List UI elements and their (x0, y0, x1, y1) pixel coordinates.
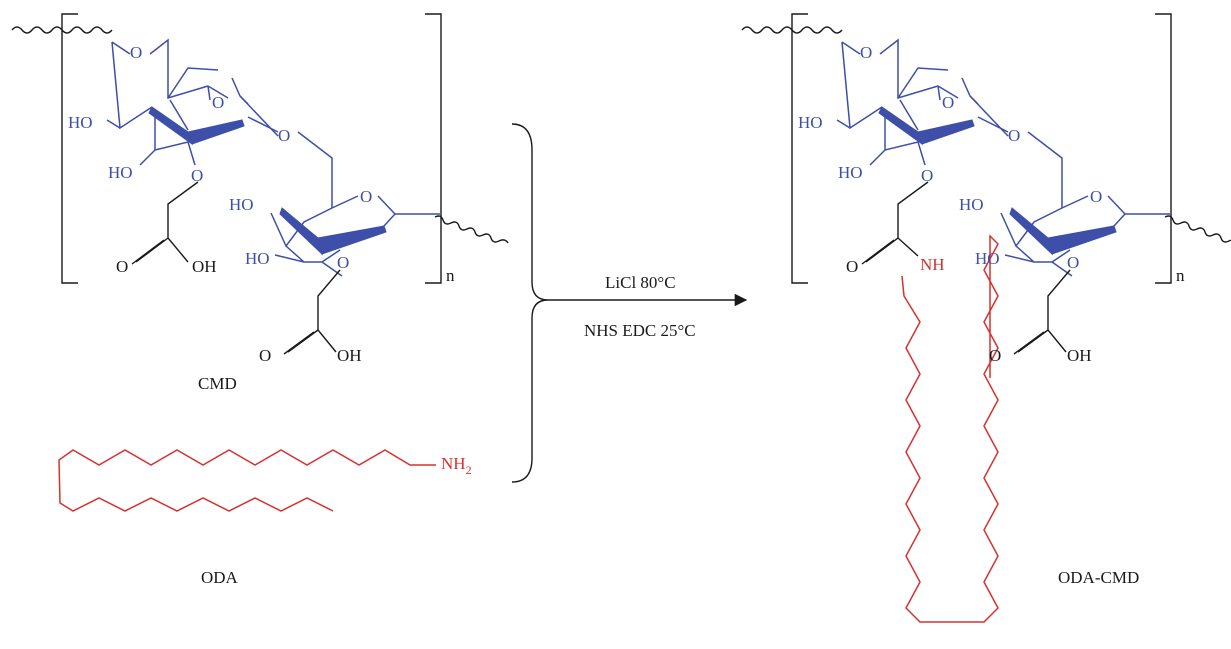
cmd-atom-ho: HO (245, 249, 270, 268)
product-atom-o: O (1067, 253, 1079, 272)
oda-atom-nh2: NH2 (441, 454, 472, 477)
cmd-ring-2-hatch (383, 213, 396, 227)
product-atom-o: O (1008, 126, 1020, 145)
product-amide-bond (861, 181, 929, 265)
cmd-atom-o: O (360, 187, 372, 206)
cmd-atom-ho: HO (229, 195, 254, 214)
cmd-atom-o: O (130, 43, 142, 62)
cmd-ring-1-bonds (106, 38, 279, 166)
cmd-ring-2-wedge-b (317, 225, 387, 255)
product-glycosidic-bond (977, 116, 1063, 208)
oda-alkyl-chain (58, 449, 436, 512)
product-ring-2-hatch (1113, 213, 1126, 227)
product-atom-o: O (942, 93, 954, 112)
product-ring-1-wedge-b (917, 119, 975, 145)
cmd-atom-ho: HO (68, 113, 93, 132)
cmd-ring-1-wedge-b (187, 119, 245, 145)
oda-structure: NH2 ODA (58, 449, 472, 587)
product-atom-ho: HO (838, 163, 863, 182)
product-bracket-left (791, 13, 808, 284)
cmd-atom-o: O (212, 93, 224, 112)
product-atom-ho: HO (959, 195, 984, 214)
product-repeat-n: n (1176, 266, 1185, 285)
product-atom-o: O (846, 257, 858, 276)
product-ring-2-wedge-b (1047, 225, 1117, 255)
cmd-carboxyl-right (283, 269, 341, 355)
cmd-carboxyl-left (131, 181, 199, 265)
cmd-glycosidic-bond (247, 116, 333, 208)
product-atom-ho: HO (798, 113, 823, 132)
cmd-atom-ho: HO (108, 163, 133, 182)
condition-licl: LiCl 80°C (605, 273, 676, 292)
product-label: ODA-CMD (1058, 568, 1139, 587)
product-atom-o: O (860, 43, 872, 62)
cmd-atom-oh: OH (192, 257, 217, 276)
cmd-label: CMD (198, 374, 237, 393)
product-ring-1-bonds (836, 38, 1009, 166)
cmd-bracket-right (425, 13, 442, 284)
product-atom-nh: NH (920, 255, 945, 274)
cmd-atom-o: O (259, 346, 271, 365)
cmd-atom-oh: OH (337, 346, 362, 365)
condition-nhs-edc: NHS EDC 25°C (584, 321, 696, 340)
cmd-bracket-left (61, 13, 78, 284)
product-oda-chain (901, 234, 999, 623)
oda-cmd-structure: O O O O O O HO HO HO HO O NH O OH n ODA-… (741, 13, 1231, 623)
product-atom-o: O (989, 346, 1001, 365)
cmd-atom-o: O (337, 253, 349, 272)
product-atom-o: O (1090, 187, 1102, 206)
product-ring-1-hatch (899, 95, 979, 131)
cmd-atom-o: O (116, 257, 128, 276)
product-atom-o: O (921, 166, 933, 185)
oda-label: ODA (201, 568, 239, 587)
product-bracket-right (1155, 13, 1172, 284)
product-atom-ho: HO (975, 249, 1000, 268)
cmd-ring-1-hatch (169, 95, 249, 131)
product-carboxyl (1013, 269, 1071, 355)
cmd-wavy-end-right (434, 215, 509, 244)
cmd-repeat-n: n (446, 266, 455, 285)
reactant-brace (511, 123, 549, 483)
product-atom-oh: OH (1067, 346, 1092, 365)
product-wavy-end-right (1164, 215, 1231, 243)
cmd-atom-o: O (278, 126, 290, 145)
cmd-structure: O O O O O O HO HO HO HO O OH O OH n CMD (11, 13, 509, 393)
cmd-atom-o: O (191, 166, 203, 185)
reaction-arrow-group: LiCl 80°C NHS EDC 25°C (511, 123, 748, 483)
